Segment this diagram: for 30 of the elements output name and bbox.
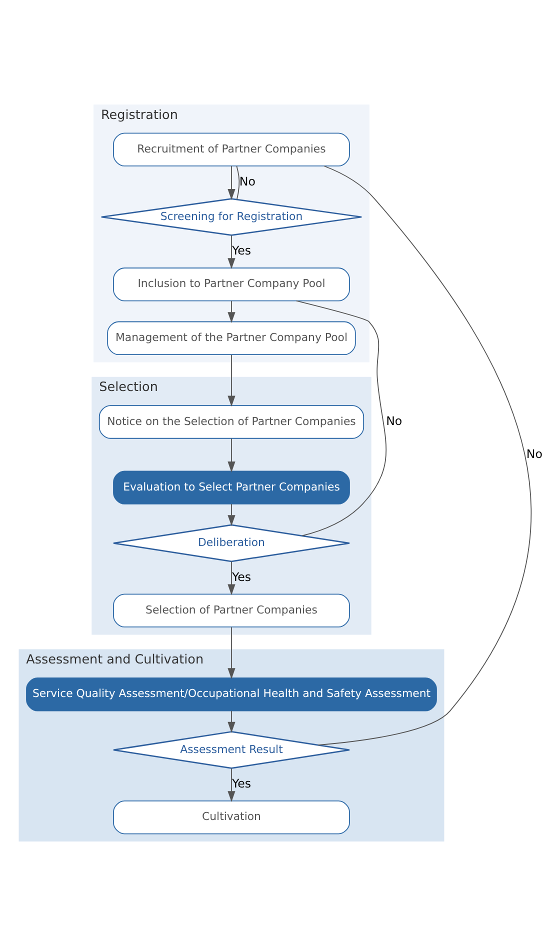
- edge-label: Yes: [232, 776, 252, 790]
- connector: [236, 165, 240, 200]
- arrow: [228, 710, 236, 732]
- arrow: [228, 626, 236, 679]
- connector: [296, 300, 386, 536]
- node-box: Management of the Partner Company Pool: [107, 320, 356, 355]
- node-diamond: Deliberation: [112, 524, 350, 562]
- arrow: [228, 560, 236, 595]
- arrow: [228, 300, 236, 323]
- node-box: Selection of Partner Companies: [113, 593, 350, 627]
- arrow: [228, 354, 236, 406]
- node-box: Notice on the Selection of Partner Companies: [98, 404, 364, 438]
- arrow: [228, 503, 236, 526]
- node-diamond: Assessment Result: [112, 730, 350, 768]
- edge-label: No: [239, 174, 256, 188]
- edge-label: Yes: [232, 569, 252, 584]
- arrow: [228, 165, 236, 200]
- edge-label: Yes: [232, 243, 252, 258]
- arrow: [228, 234, 236, 269]
- node-box: Inclusion to Partner Company Pool: [113, 267, 350, 301]
- node-box: Cultivation: [113, 800, 350, 834]
- arrow: [228, 438, 236, 472]
- node-box: Recruitment of Partner Companies: [113, 132, 350, 166]
- node-box: Evaluation to Select Partner Companies: [113, 470, 350, 504]
- edge-label: No: [386, 414, 402, 428]
- node-diamond: Screening for Registration: [100, 198, 362, 236]
- node-box: Service Quality Assessment/Occupational Health and Safety Assessment: [26, 677, 437, 711]
- connector: [318, 165, 532, 746]
- arrow: [228, 768, 236, 802]
- edge-label: No: [526, 446, 542, 460]
